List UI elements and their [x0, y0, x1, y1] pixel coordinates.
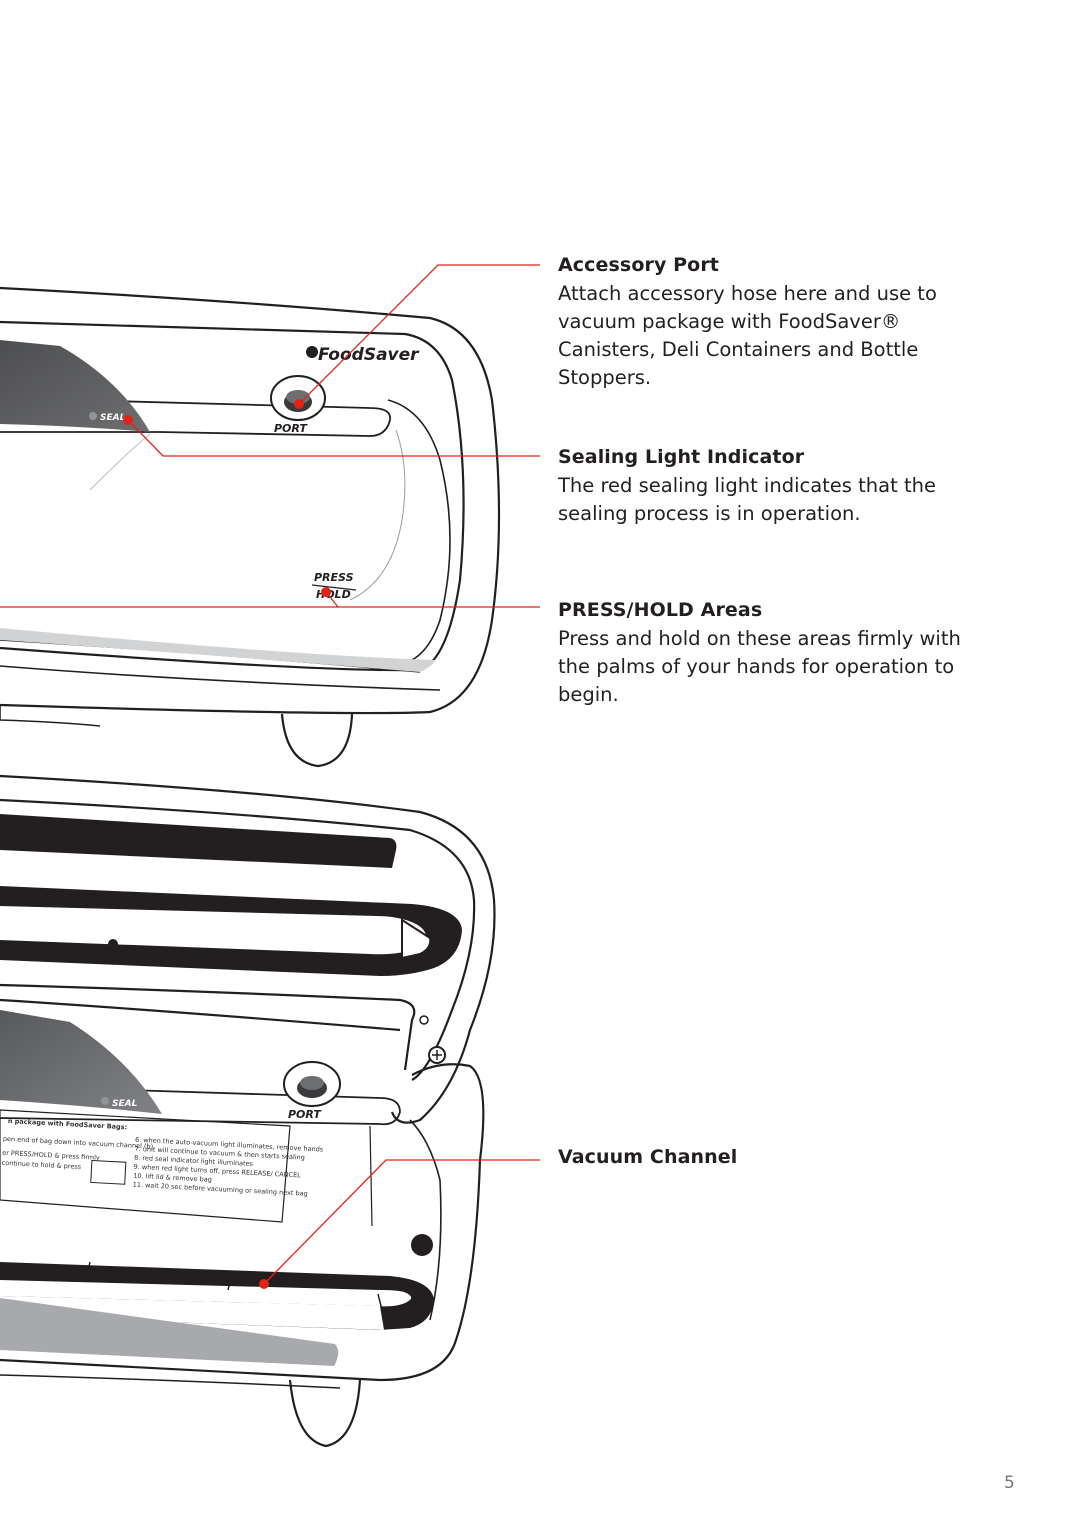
callout-title: Accessory Port [558, 254, 719, 276]
lower-seal-dot [101, 1097, 109, 1105]
callout-body: Press and hold on these areas firmly wit… [558, 627, 961, 706]
lid-shadow [0, 628, 436, 672]
screw-cross [432, 1050, 442, 1060]
bottom-device-open [0, 774, 496, 1448]
upper-vacuum-channel [0, 886, 462, 976]
press-hold-marker [321, 587, 331, 597]
lower-release-button [411, 1234, 433, 1256]
callout-lines [0, 264, 540, 1285]
instruction-sticker: n package with FoodSaver Bags: pen end o… [1, 1117, 324, 1198]
channel-tab-2 [227, 1277, 232, 1291]
seal-light-dot [89, 412, 97, 420]
lower-control-panel [0, 1010, 162, 1114]
svg-text:continue to hold & press: continue to hold & press [1, 1159, 81, 1171]
lower-seal-label: SEAL [112, 1099, 138, 1109]
port-label: PORT [274, 422, 308, 435]
hold-label: HOLD [316, 588, 351, 601]
callout-title: PRESS/HOLD Areas [558, 599, 763, 621]
vacuum-channel-marker [259, 1279, 269, 1289]
channel-tab-1 [85, 1261, 91, 1279]
page-number: 5 [1004, 1473, 1015, 1493]
press-label: PRESS [314, 571, 354, 584]
channel-tab-3 [377, 1293, 383, 1311]
callout-sealing-light: Sealing Light Indicator The red sealing … [558, 446, 998, 528]
svg-text:pen end of bag down into vacuu: pen end of bag down into vacuum channel … [3, 1135, 154, 1151]
accessory-port-marker [294, 399, 304, 409]
svg-text:11. wait 20 sec before vacuumi: 11. wait 20 sec before vacuuming or seal… [132, 1181, 307, 1198]
upper-channel-cap [401, 918, 432, 960]
lower-port-label: PORT [288, 1108, 322, 1121]
callout-body: Attach accessory hose here and use to va… [558, 282, 937, 389]
callout-body: The red sealing light indicates that the… [558, 474, 936, 525]
brand-logo: FoodSaver [318, 345, 420, 365]
seal-light-marker [123, 415, 133, 425]
press-hold-divider [311, 584, 357, 591]
seal-label: SEAL [100, 413, 126, 423]
callout-press-hold: PRESS/HOLD Areas Press and hold on these… [558, 599, 998, 709]
callout-vacuum-channel: Vacuum Channel [558, 1146, 998, 1172]
upper-gasket [0, 814, 397, 868]
callout-accessory-port: Accessory Port Attach accessory hose her… [558, 254, 998, 392]
lower-accessory-port [283, 1061, 341, 1107]
accessory-port [270, 375, 326, 421]
callout-title: Vacuum Channel [558, 1146, 738, 1168]
callout-title: Sealing Light Indicator [558, 446, 805, 468]
control-panel [0, 340, 150, 432]
hinge-screw [419, 1015, 429, 1025]
panel-highlight [89, 433, 151, 491]
channel-inner [0, 1296, 384, 1330]
upper-pin [108, 939, 118, 949]
brand-logo-mark [306, 346, 318, 358]
drip-tray [0, 1298, 339, 1366]
